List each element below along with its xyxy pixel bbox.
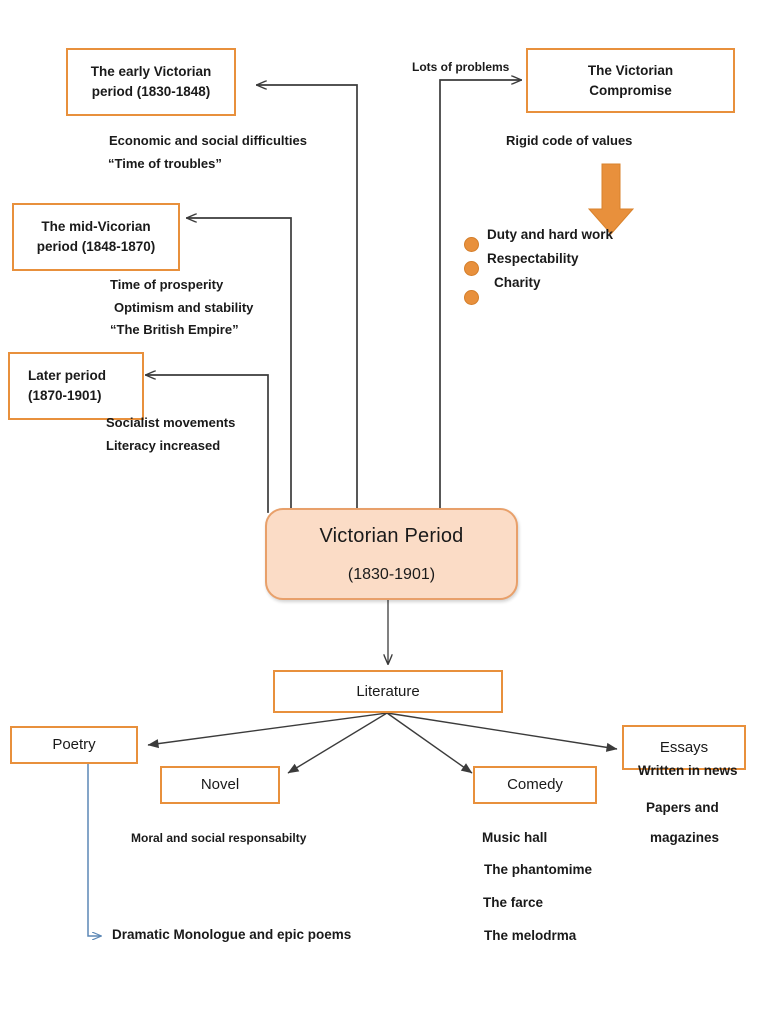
note-comedy-4: The melodrma [484, 928, 577, 943]
box-later-period-line2: (1870-1901) [28, 388, 102, 403]
note-rigid-code-of-values: Rigid code of values [506, 133, 633, 148]
connector-literature-to-novel [287, 712, 388, 774]
note-essays-2: Papers and [646, 800, 719, 815]
box-poetry-label: Poetry [52, 736, 96, 754]
connector-hub-to-mid [187, 218, 292, 515]
note-later-period-2: Literacy increased [106, 438, 221, 453]
note-essays-1: Written in news [638, 763, 738, 778]
connector-literature-to-essays [386, 712, 618, 752]
box-early-victorian-period[interactable]: The early Victorian period (1830-1848) [66, 48, 236, 116]
note-mid-victorian-3: “The British Empire” [110, 322, 239, 337]
box-novel[interactable]: Novel [160, 766, 280, 804]
value-charity: Charity [494, 275, 541, 290]
bullet-icon-charity [464, 290, 479, 305]
note-novel-1: Moral and social responsabilty [131, 831, 307, 845]
note-later-period-1: Socialist movements [106, 415, 236, 430]
bullet-icon-duty [464, 237, 479, 252]
box-early-victorian-line1: The early Victorian [90, 64, 212, 80]
box-literature[interactable]: Literature [273, 670, 503, 713]
connector-literature-to-poetry [147, 712, 388, 749]
box-essays-label: Essays [659, 738, 709, 756]
box-mid-victorian-period[interactable]: The mid-Vicorian period (1848-1870) [12, 203, 180, 271]
note-early-victorian-2: “Time of troubles” [108, 156, 222, 171]
note-essays-3: magazines [650, 830, 720, 845]
box-poetry[interactable]: Poetry [10, 726, 138, 764]
note-comedy-1: Music hall [482, 830, 548, 845]
box-later-period[interactable]: Later period (1870-1901) [8, 352, 144, 420]
note-early-victorian-1: Economic and social difficulties [109, 133, 307, 148]
bullet-icon-respectability [464, 261, 479, 276]
edge-label-lots-of-problems: Lots of problems [412, 60, 510, 74]
note-mid-victorian-2: Optimism and stability [114, 300, 254, 315]
note-comedy-3: The farce [483, 895, 544, 910]
box-comedy[interactable]: Comedy [473, 766, 597, 804]
box-early-victorian-line2: period (1830-1848) [91, 84, 211, 99]
value-duty-and-hard-work: Duty and hard work [487, 227, 614, 242]
box-mid-victorian-line1: The mid-Vicorian [41, 219, 151, 235]
box-victorian-compromise-line2: Compromise [589, 82, 672, 98]
hub-years: (1830-1901) [347, 565, 436, 583]
note-poetry-1: Dramatic Monologue and epic poems [112, 927, 352, 942]
connector-poetry-to-note [33, 760, 101, 936]
box-victorian-compromise[interactable]: The Victorian Compromise [526, 48, 735, 113]
hub-victorian-period[interactable]: Victorian Period (1830-1901) [265, 508, 518, 600]
box-mid-victorian-line2: period (1848-1870) [36, 239, 156, 254]
value-respectability: Respectability [487, 251, 579, 266]
note-mid-victorian-1: Time of prosperity [110, 277, 224, 292]
hub-title: Victorian Period [319, 524, 464, 547]
connector-literature-to-comedy [386, 712, 473, 774]
box-novel-label: Novel [200, 776, 240, 794]
box-comedy-label: Comedy [507, 776, 563, 794]
box-later-period-line1: Later period [28, 368, 107, 384]
box-literature-label: Literature [356, 682, 420, 700]
box-essays[interactable]: Essays [622, 725, 746, 770]
box-victorian-compromise-line1: The Victorian [587, 62, 674, 78]
note-comedy-2: The phantomime [484, 862, 593, 877]
orange-down-arrow-icon [587, 163, 635, 235]
